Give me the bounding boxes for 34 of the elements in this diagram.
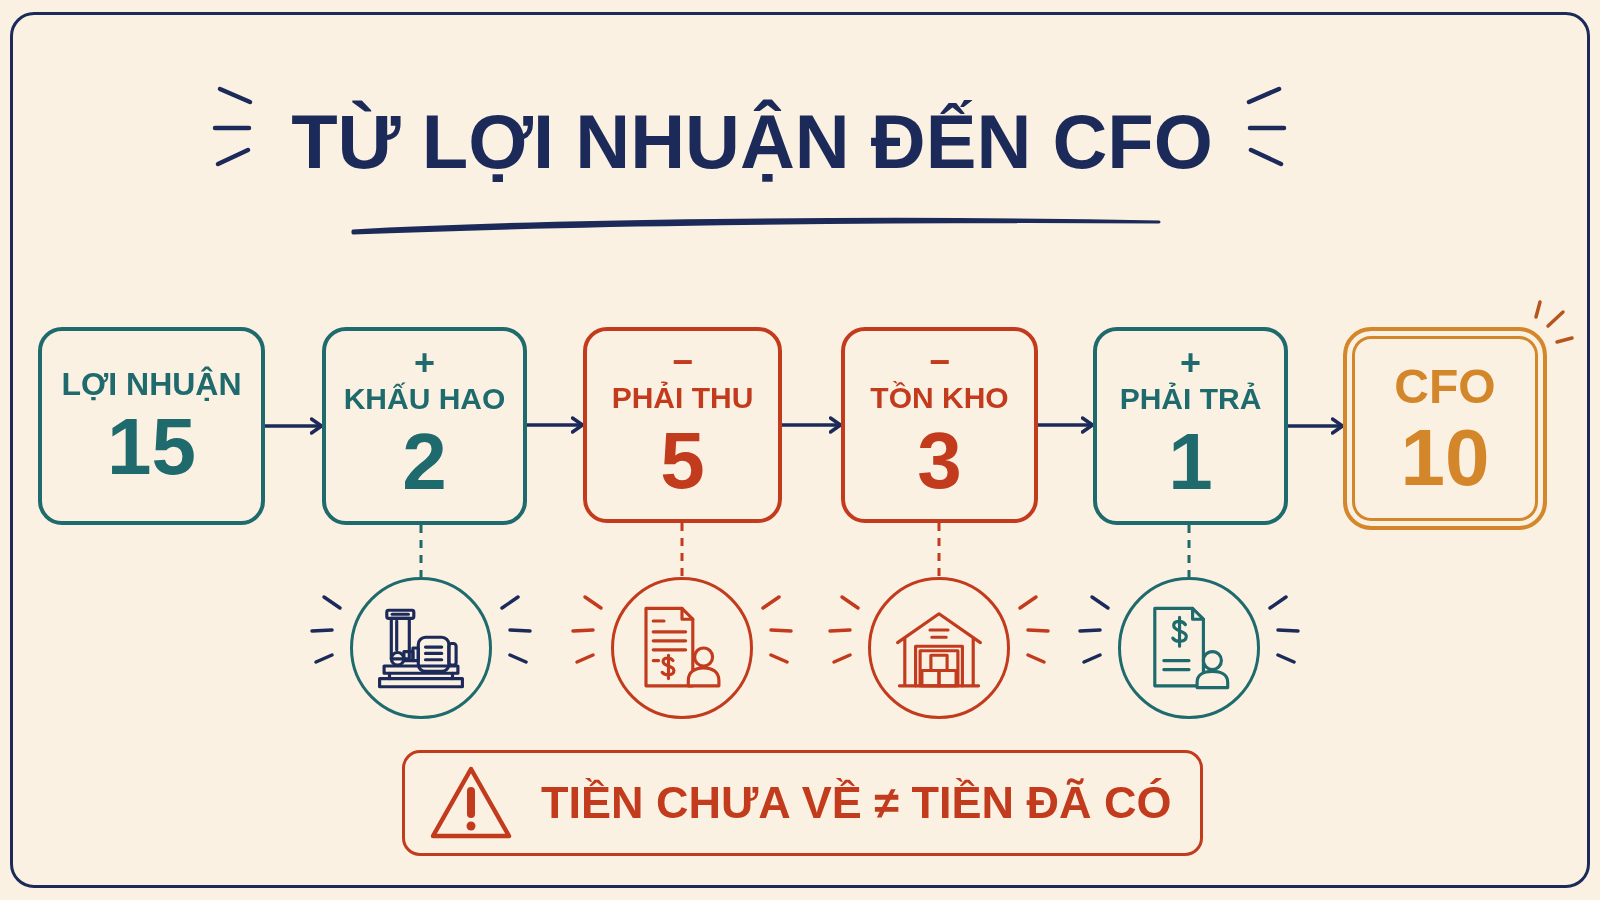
step-label: LỢI NHUẬN — [61, 365, 242, 404]
arrow — [1036, 416, 1095, 434]
result-label: CFO — [1394, 358, 1496, 415]
step-label: KHẤU HAO — [343, 381, 506, 417]
process-box — [841, 327, 1038, 523]
arrow — [263, 417, 324, 435]
step-value: 1 — [1168, 420, 1213, 504]
process-box — [583, 327, 782, 523]
arrow — [1286, 417, 1345, 435]
title: TỪ LỢI NHUẬN ĐẾN CFO — [291, 98, 1213, 186]
dashed-connector — [937, 523, 941, 577]
result-value: 10 — [1400, 415, 1490, 500]
step-label: PHẢI TRẢ — [1119, 381, 1262, 417]
process-box — [38, 327, 265, 525]
result-box — [1343, 327, 1547, 530]
process-box — [322, 327, 527, 525]
dashed-connector — [680, 523, 684, 577]
arrow — [525, 416, 585, 434]
warning-banner — [402, 750, 1203, 856]
arrow — [780, 416, 843, 434]
step-label: TỒN KHO — [870, 380, 1009, 416]
operator-sign: + — [414, 348, 435, 378]
operator-sign: − — [929, 347, 950, 377]
process-box — [1093, 327, 1288, 525]
warning-text: TIỀN CHƯA VỀ ≠ TIỀN ĐÃ CÓ — [541, 776, 1172, 830]
step-value: 3 — [917, 419, 962, 503]
step-value: 2 — [402, 420, 447, 504]
step-value: 5 — [660, 419, 705, 503]
operator-sign: + — [1180, 348, 1201, 378]
dashed-connector — [419, 525, 423, 577]
dashed-connector — [1187, 525, 1191, 577]
step-value: 15 — [107, 405, 196, 489]
operator-sign: − — [672, 347, 693, 377]
step-label: PHẢI THU — [611, 380, 754, 416]
